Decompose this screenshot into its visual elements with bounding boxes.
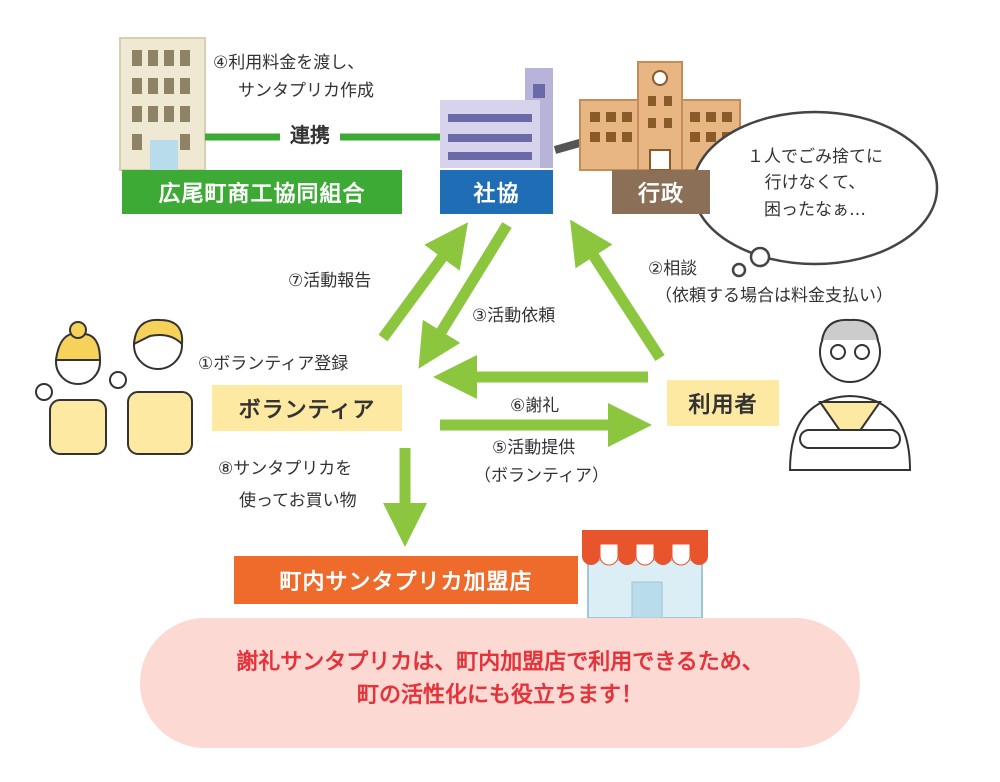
step5-line1: ⑤活動提供 <box>492 438 576 458</box>
office-building-icon <box>119 37 206 171</box>
volunteer-box: ボランティア <box>212 385 402 431</box>
volunteers-illustration <box>35 318 193 455</box>
step1-label: ①ボランティア登録 <box>198 354 349 374</box>
user-box: 利用者 <box>667 380 779 426</box>
elderly-user-illustration <box>788 318 912 471</box>
step7-label: ⑦活動報告 <box>288 271 372 291</box>
shakyo-building-icon <box>440 68 553 168</box>
banner-line2: 町の活性化にも役立ちます！ <box>356 683 643 708</box>
step4-line1: ④利用料金を渡し、 <box>213 53 365 73</box>
arrow-consultation <box>570 219 665 361</box>
renkei-label: 連携 <box>280 121 340 149</box>
step6-label: ⑥謝礼 <box>510 396 560 416</box>
arrow-activity-report <box>378 222 469 342</box>
bubble-line1: １人でごみ捨てに <box>747 147 883 167</box>
shop-icon <box>582 530 708 619</box>
step3-label: ③活動依頼 <box>472 306 556 326</box>
bubble-line2: 行けなくて、 <box>764 173 866 194</box>
arrow-activity-request <box>418 222 512 369</box>
summary-banner: 謝礼サンタプリカは、町内加盟店で利用できるため、 町の活性化にも役立ちます！ <box>140 618 860 748</box>
shakyo-box: 社協 <box>440 170 553 214</box>
step8-line2: 使ってお買い物 <box>239 491 357 511</box>
gyosei-box: 行政 <box>612 170 710 214</box>
government-building-icon <box>579 61 741 171</box>
banner-line1: 謝礼サンタプリカは、町内加盟店で利用できるため、 <box>236 650 764 675</box>
step4-line2: サンタプリカ作成 <box>238 81 374 101</box>
step2-line2: （依頼する場合は料金支払い） <box>655 286 893 306</box>
step2-line1: ②相談 <box>648 259 698 279</box>
step8-line1: ⑧サンタプリカを <box>218 459 353 479</box>
union-box: 広尾町商工協同組合 <box>122 170 402 214</box>
bubble-line3: 困ったなぁ… <box>764 199 866 220</box>
flow-arrows <box>378 219 665 547</box>
shop-box: 町内サンタプリカ加盟店 <box>234 556 578 604</box>
bubble-text: １人でごみ捨てに 行けなくて、 困ったなぁ… <box>715 144 915 223</box>
step5-line2: （ボランティア） <box>474 466 609 486</box>
